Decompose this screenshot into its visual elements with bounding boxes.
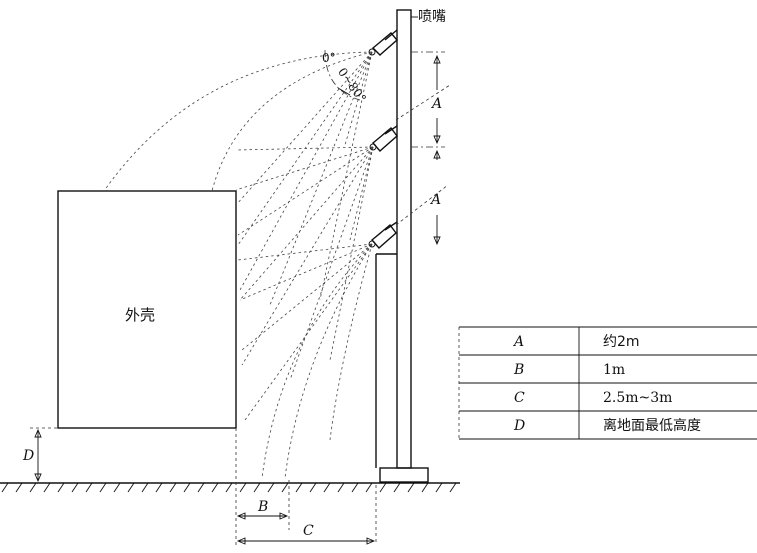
nozzle-middle (369, 125, 398, 152)
nozzle-label: 喷嘴 (418, 9, 446, 25)
dim-D-label: D (22, 448, 34, 464)
dimension-A: A A (395, 51, 451, 246)
table-row: A 约2m (512, 334, 640, 350)
row-value: 2.5m~3m (603, 390, 672, 406)
enclosure: 外壳 (57, 190, 237, 429)
dim-A-upper-label: A (430, 96, 442, 112)
row-value: 离地面最低高度 (603, 417, 701, 434)
spray-pattern-bottom (237, 243, 373, 479)
dim-A-lower-label: A (429, 192, 441, 208)
row-symbol: A (512, 334, 524, 350)
table-row: D 离地面最低高度 (513, 417, 701, 434)
legend-table: A 约2m B 1m C 2.5m~3m D 离地面最低高度 (458, 326, 757, 440)
spray-pattern-middle (235, 146, 374, 381)
row-symbol: D (513, 418, 525, 434)
dim-C-label: C (303, 523, 314, 539)
row-value: 1m (603, 362, 625, 378)
nozzle-top (368, 29, 398, 56)
angle-label-upper: 0° (322, 51, 336, 65)
row-value: 约2m (603, 334, 640, 350)
angle-label-range: 0~80° (335, 65, 369, 105)
nozzle-pole (375, 9, 429, 483)
enclosure-label: 外壳 (125, 306, 155, 324)
table-row: C 2.5m~3m (514, 390, 672, 406)
row-symbol: B (513, 362, 524, 378)
dimension-B: B (235, 428, 290, 545)
dimension-D: D (22, 427, 58, 483)
ground (0, 482, 460, 493)
dimension-C: C (236, 485, 377, 545)
spray-pattern-top (103, 51, 373, 306)
row-symbol: C (514, 390, 525, 406)
dim-B-label: B (257, 499, 268, 515)
table-row: B 1m (513, 362, 625, 378)
nozzle-bottom (368, 221, 398, 249)
